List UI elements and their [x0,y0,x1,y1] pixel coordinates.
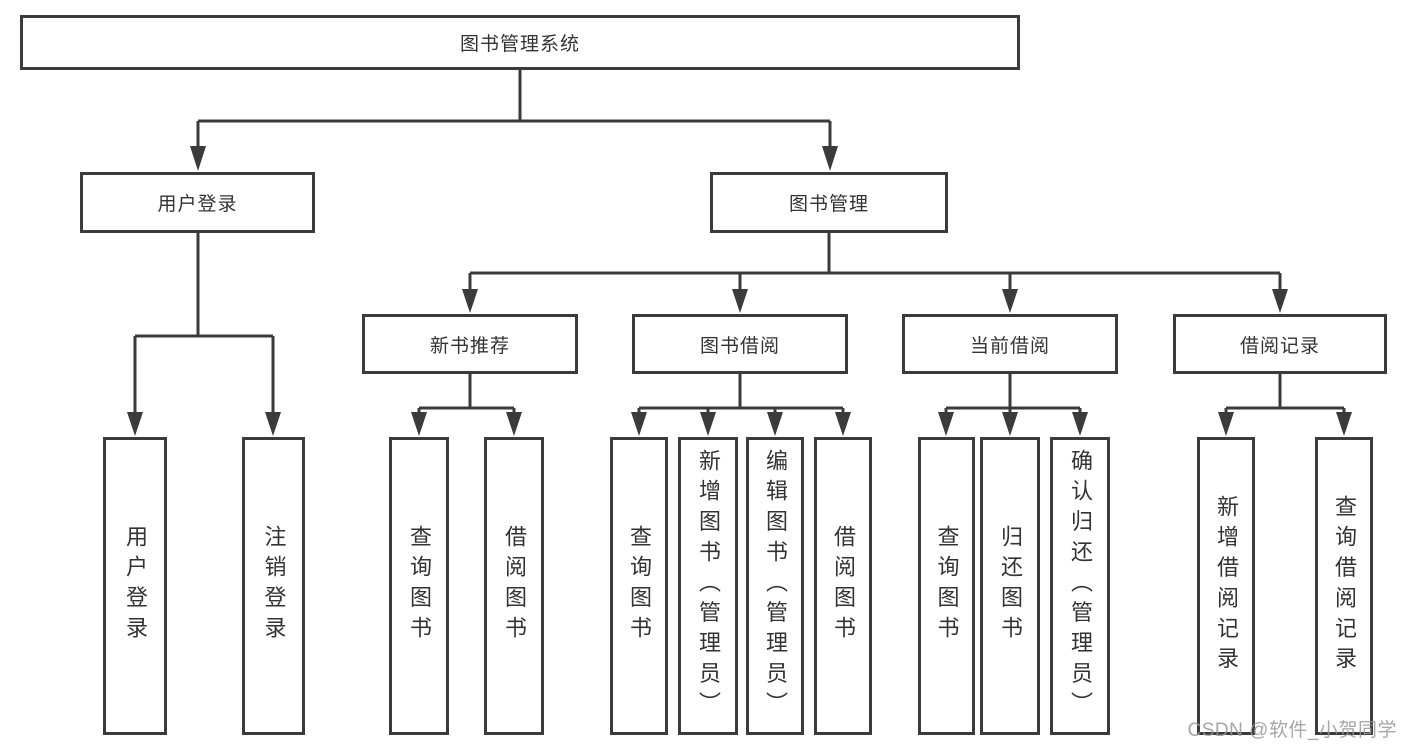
leaf-user-login: 用户登录 [103,437,167,735]
node-root: 图书管理系统 [20,15,1020,70]
leaf-confirm-return-admin: 确认归还（管理员） [1050,437,1110,735]
leaf-logout: 注销登录 [242,437,305,735]
node-new-book-recommendation: 新书推荐 [362,314,578,374]
node-book-borrowing: 图书借阅 [632,314,848,374]
leaf-borrow-query-books: 查询图书 [610,437,668,735]
leaf-add-borrow-record-label: 新增借阅记录 [1214,494,1239,678]
leaf-add-borrow-record: 新增借阅记录 [1197,437,1255,735]
node-book-management-label: 图书管理 [788,194,869,215]
leaf-return-books: 归还图书 [980,437,1040,735]
leaf-borrow-books-label: 借阅图书 [831,525,856,647]
leaf-recommend-query-books-label: 查询图书 [407,525,432,647]
node-borrowing-records-label: 借阅记录 [1239,335,1320,357]
leaf-add-books-admin-label: 新增图书（管理员） [696,449,721,723]
leaf-return-books-label: 归还图书 [998,525,1023,647]
node-current-borrowing-label: 当前借阅 [969,335,1050,357]
leaf-user-login-label: 用户登录 [123,525,148,647]
node-borrowing-records: 借阅记录 [1173,314,1387,374]
leaf-query-borrow-record-label: 查询借阅记录 [1332,494,1357,678]
leaf-confirm-return-admin-label: 确认归还（管理员） [1068,449,1093,723]
leaf-add-books-admin: 新增图书（管理员） [678,437,738,735]
leaf-logout-label: 注销登录 [261,525,287,647]
node-book-management: 图书管理 [710,172,948,233]
leaf-borrow-books: 借阅图书 [814,437,872,735]
leaf-edit-books-admin: 编辑图书（管理员） [746,437,804,735]
node-user-login: 用户登录 [80,172,315,233]
leaf-borrow-query-books-label: 查询图书 [627,525,652,647]
node-book-borrowing-label: 图书借阅 [699,335,780,357]
leaf-query-borrow-record: 查询借阅记录 [1315,437,1373,735]
leaf-recommend-borrow-books: 借阅图书 [484,437,544,735]
node-current-borrowing: 当前借阅 [902,314,1118,374]
leaf-recommend-query-books: 查询图书 [389,437,449,735]
node-root-label: 图书管理系统 [459,34,580,55]
leaf-recommend-borrow-books-label: 借阅图书 [502,525,527,647]
csdn-watermark: CSDN @软件_小贺同学 [1187,720,1397,741]
node-user-login-label: 用户登录 [157,194,238,215]
leaf-current-query-books-label: 查询图书 [934,525,960,647]
leaf-edit-books-admin-label: 编辑图书（管理员） [763,449,788,723]
leaf-current-query-books: 查询图书 [918,437,975,735]
node-new-book-recommendation-label: 新书推荐 [429,335,510,357]
